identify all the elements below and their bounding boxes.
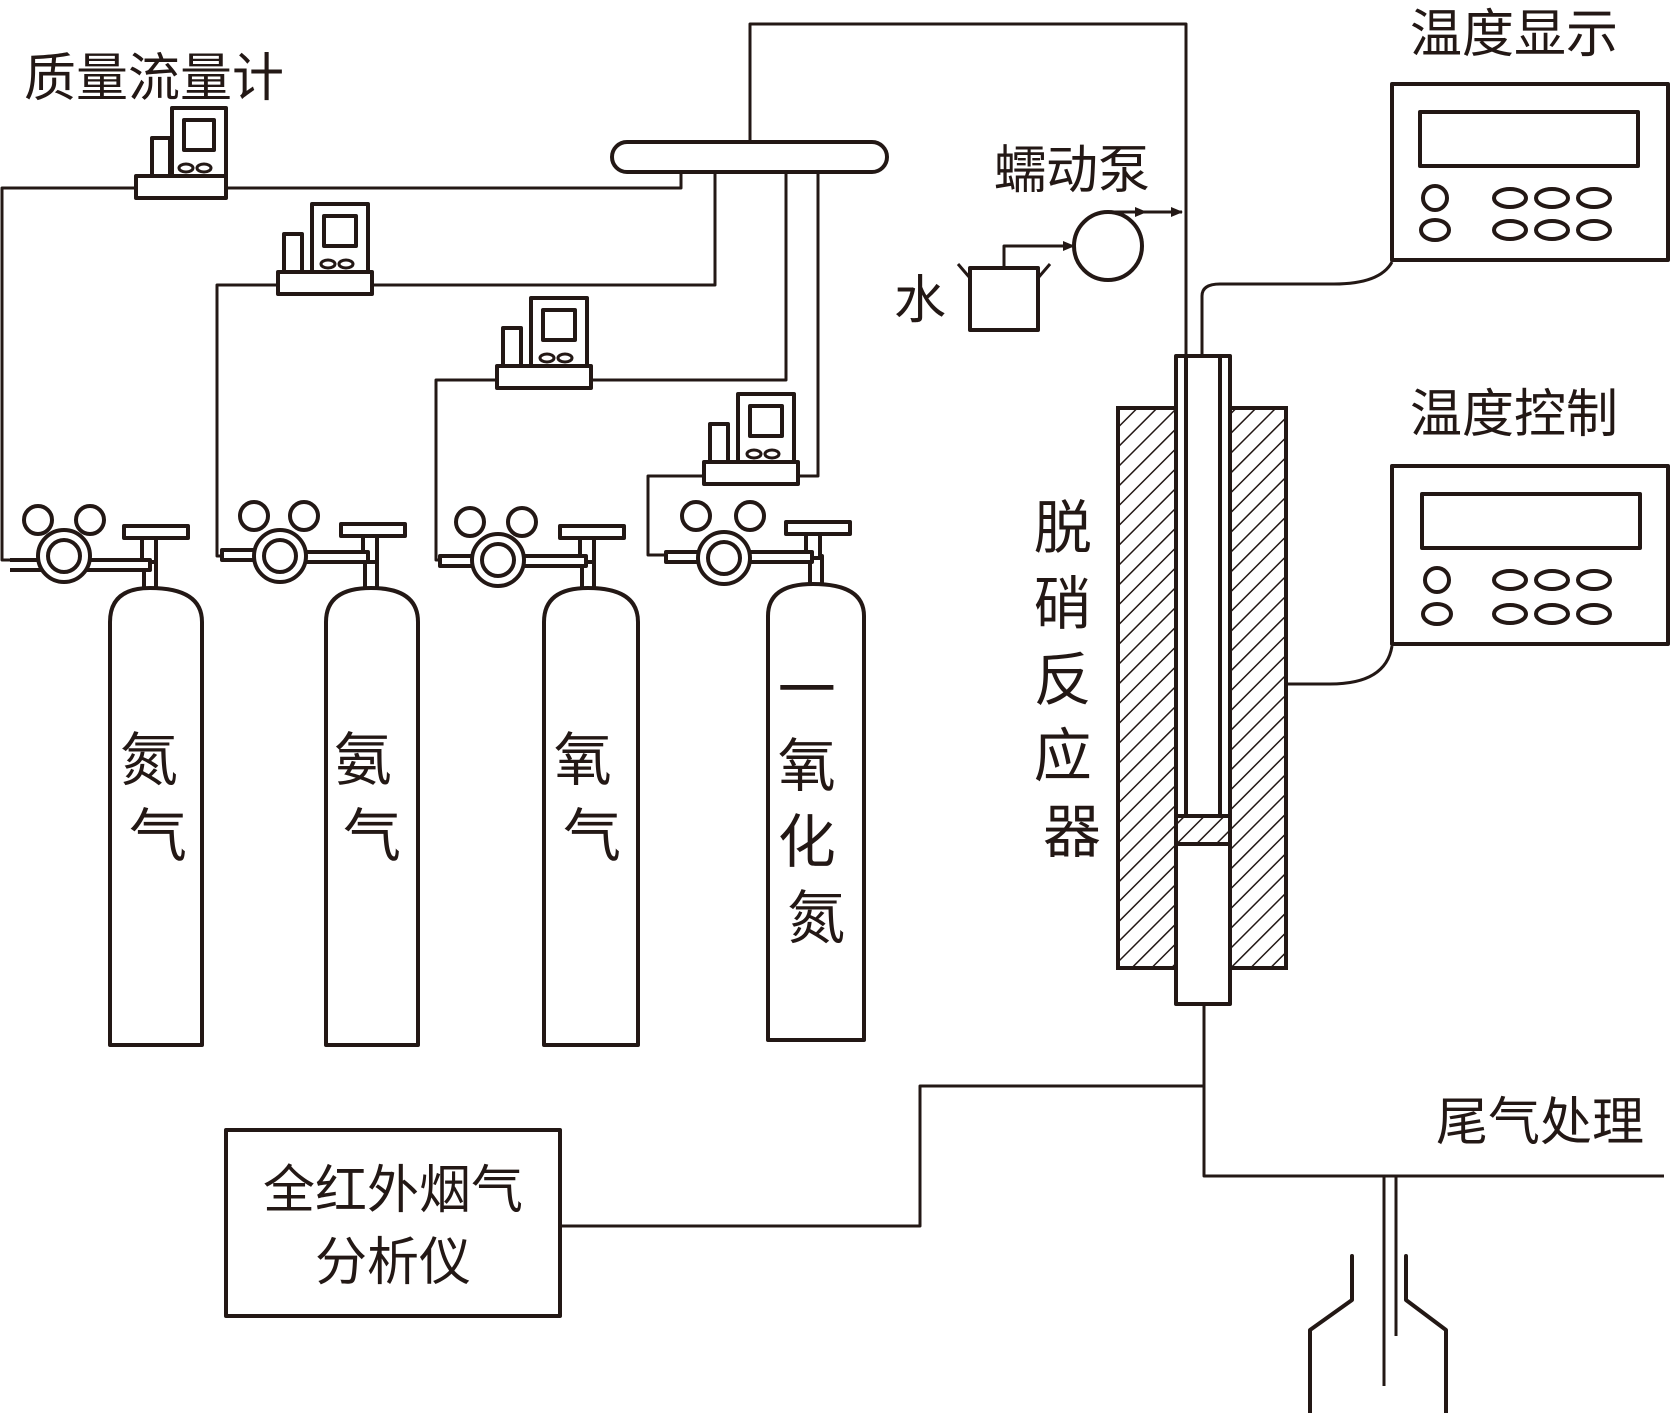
water-label: 水 xyxy=(894,271,946,331)
mass-flow-meter-label: 质量流量计 xyxy=(24,49,284,109)
tail-gas-label: 尾气处理 xyxy=(1436,1093,1644,1153)
gas-mixer-manifold xyxy=(610,140,889,174)
gas-cylinder-nitrogen xyxy=(10,504,204,1047)
mass-flow-meter-4 xyxy=(702,392,800,486)
temperature-control-label: 温度控制 xyxy=(1410,385,1618,445)
mass-flow-meters xyxy=(134,106,800,486)
thermocouple-wire xyxy=(1200,261,1394,356)
temperature-control-unit xyxy=(1390,464,1670,646)
mass-flow-meter-3 xyxy=(495,296,593,390)
outlet-lines xyxy=(562,1004,1664,1386)
temperature-display-label: 温度显示 xyxy=(1410,5,1618,65)
cylinder-label-oxygen: 氧 气 xyxy=(554,726,630,870)
tail-gas-bottle xyxy=(1308,1254,1448,1413)
ftir-gas-analyzer xyxy=(224,1128,562,1318)
cylinder-label-ammonia: 氨 气 xyxy=(334,726,410,870)
gas-cylinder-ammonia xyxy=(220,500,420,1047)
reactor-label: 脱 硝 反 应 器 xyxy=(1034,494,1110,866)
cylinder-label-nitric-oxide: 一 氧 化 氮 xyxy=(778,656,854,952)
mass-flow-meter-1 xyxy=(134,106,228,200)
ftir-gas-analyzer-label-line2: 分析仪 xyxy=(315,1233,471,1293)
ftir-gas-analyzer-label-line1: 全红外烟气 xyxy=(263,1161,523,1221)
peristaltic-pump-label: 蠕动泵 xyxy=(994,141,1150,201)
cylinder-label-nitrogen: 氮 气 xyxy=(120,726,196,870)
water-container xyxy=(956,263,1052,332)
peristaltic-pump xyxy=(1002,207,1183,282)
desnox-reactor xyxy=(1116,354,1288,1006)
gas-cylinder-oxygen xyxy=(438,506,640,1047)
temperature-display-unit xyxy=(1390,82,1670,262)
mass-flow-meter-2 xyxy=(276,202,374,296)
gas-cylinder-nitric-oxide xyxy=(664,500,866,1042)
heater-control-wire xyxy=(1286,645,1394,686)
